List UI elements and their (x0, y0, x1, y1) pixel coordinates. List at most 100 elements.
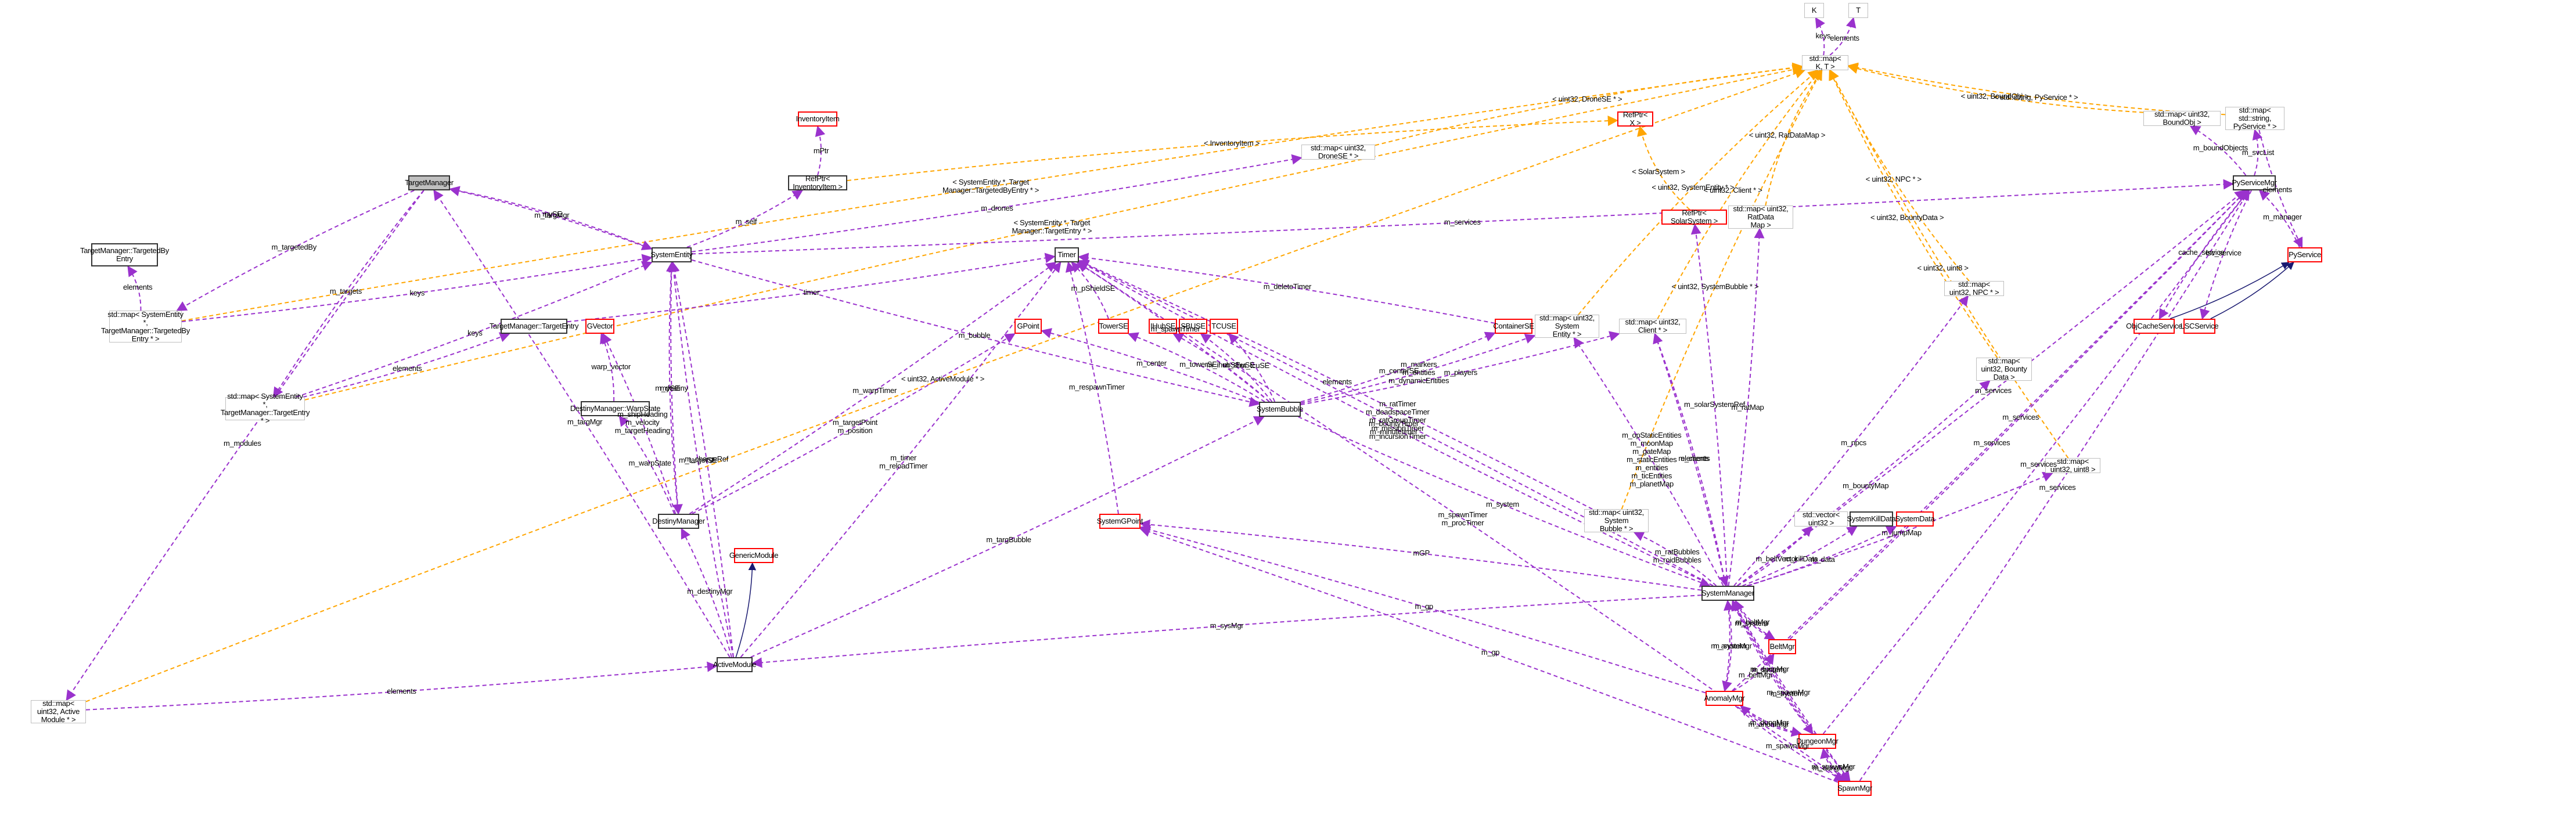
edge-label: m_centerSE (1379, 366, 1419, 375)
edge-member-systementity-to-targetmanager (449, 186, 652, 250)
class-node-beltmgr[interactable]: BeltMgr (1768, 639, 1796, 654)
class-node-map-bountydata[interactable]: std::map< uint32, Bounty Data > (1976, 357, 2032, 381)
class-node-systemkilldata[interactable]: SystemKillData (1847, 511, 1896, 527)
edge-member-pyservicemgr-to-objcacheservice (2158, 190, 2250, 320)
edge-member-destinymanager-to-timer (689, 261, 1057, 514)
edge-label: m_services (1444, 218, 1481, 227)
edge-member-systemmanager-to-vector_uint32 (1737, 525, 1812, 586)
edge-label: m_warpTimer (852, 386, 897, 395)
edge-member-destinymanager-to-gpoint (692, 333, 1016, 514)
edge-label: < SystemEntity *, Target Manager::Target… (942, 178, 1039, 195)
edge-label: m_targBubble (986, 535, 1031, 545)
class-node-pyservicemgr[interactable]: PyServiceMgr (2232, 175, 2277, 190)
edge-label: m_system (1713, 641, 1746, 650)
class-node-dungeonmgr[interactable]: DungeonMgr (1796, 734, 1839, 749)
class-node-map-dronese[interactable]: std::map< uint32, DroneSE * > (1301, 144, 1375, 160)
edge-label: m_spawnMgr (1765, 741, 1809, 751)
edge-member-systemmanager-to-systemdata (1746, 526, 1897, 586)
edge-label: m_pShieldSE (1071, 284, 1116, 293)
edge-member-map_targetedby-to-targetedbyentry (127, 265, 142, 311)
edge-member-systemmanager-to-timer (1078, 260, 1714, 586)
edge-member-map_pyservice-to-pyservice (2258, 129, 2303, 248)
class-node-map-targetedby[interactable]: std::map< SystemEntity *, TargetManager:… (101, 309, 190, 343)
class-node-gvector[interactable]: GVector (585, 319, 614, 334)
class-node-map-ratdatamap[interactable]: std::map< uint32, RatData Map > (1728, 205, 1793, 229)
class-node-t[interactable]: T (1848, 3, 1868, 18)
class-node-timer[interactable]: Timer (1055, 247, 1079, 262)
class-node-map-systementity[interactable]: std::map< uint32, System Entity * > (1535, 314, 1599, 338)
edge-member-activemodule-to-targetmanager (433, 189, 731, 658)
edge-label: < uint32, BoundObj > (1960, 92, 2029, 101)
class-node-map-activemodule[interactable]: std::map< uint32, Active Module * > (31, 700, 86, 724)
edge-label: keys (467, 328, 483, 337)
edge-template-refptr_inventoryitem-to-refptr_x (847, 116, 1618, 182)
class-node-destinymanager[interactable]: DestinyManager (652, 514, 705, 529)
edge-member-systemmanager-to-timer (1078, 260, 1714, 586)
edge-label: m_center (1136, 358, 1167, 367)
class-node-lscservice[interactable]: LSCService (2181, 319, 2219, 334)
class-node-warpstate[interactable]: DestinyManager::WarpState (570, 401, 660, 416)
edge-member-targetmanager-to-systementity (449, 188, 653, 250)
class-node-sbuse[interactable]: SBUSE (1179, 319, 1207, 334)
class-node-refptr-x[interactable]: RefPtr< X > (1617, 111, 1653, 127)
class-node-containerse[interactable]: ContainerSE (1493, 319, 1534, 334)
edge-label: < uint32, uint8 > (1917, 263, 1969, 272)
class-node-inventoryitem[interactable]: InventoryItem (796, 111, 840, 127)
edge-member-systembubble-to-sbuse (1200, 333, 1273, 402)
edge-label: keys (409, 288, 425, 297)
edge-label: m_services (2020, 459, 2057, 468)
class-node-ihubse[interactable]: IHubSE (1149, 319, 1177, 334)
edge-label: < uint32, RatDataMap > (1748, 130, 1826, 139)
class-node-activemodule[interactable]: ActiveModule (713, 657, 757, 672)
class-node-pyservice[interactable]: PyService (2287, 247, 2322, 262)
class-node-map-boundobj[interactable]: std::map< uint32, BoundObj > (2143, 110, 2221, 127)
edge-label: m_sbuSE (1223, 360, 1255, 370)
edge-label: < uint32, Client * > (1703, 186, 1762, 195)
edge-label: m_warpState (628, 459, 672, 468)
edge-member-spawnmgr-to-timer (1077, 262, 1844, 781)
edge-label: m_targMgr (534, 211, 570, 220)
class-node-targetedbyentry[interactable]: TargetManager::TargetedBy Entry (80, 243, 169, 266)
class-node-refptr-inventoryitem[interactable]: RefPtr< InventoryItem > (788, 175, 847, 191)
class-node-genericmodule[interactable]: GenericModule (729, 548, 778, 563)
class-node-targetentry[interactable]: TargetManager::TargetEntry (490, 319, 578, 334)
class-node-gpoint[interactable]: GPoint (1014, 319, 1042, 334)
class-node-systembubble[interactable]: SystemBubble (1257, 402, 1303, 417)
edge-member-map_kt-to-t (1829, 17, 1857, 56)
class-node-map-kt[interactable]: std::map< K, T > (1802, 55, 1848, 71)
class-node-map-pyservice[interactable]: std::map< std::string, PyService * > (2225, 106, 2284, 131)
class-node-spawnmgr[interactable]: SpawnMgr (1837, 781, 1872, 796)
edge-label: < std::string, PyService * > (1994, 92, 2078, 102)
class-node-systemgpoint[interactable]: SystemGPoint (1097, 514, 1143, 529)
edge-label: m_ratTimer m_deadspaceTimer m_ratGroupTi… (1365, 399, 1430, 441)
class-node-map-systembubble[interactable]: std::map< uint32, System Bubble * > (1584, 509, 1649, 533)
edge-label: mGP (1413, 549, 1430, 558)
class-node-map-targetentry[interactable]: std::map< SystemEntity *, TargetManager:… (220, 392, 310, 425)
edge-member-systementity-to-map_dronese (691, 154, 1303, 253)
edge-label: m_services (2002, 412, 2039, 421)
class-node-vector-uint32[interactable]: std::vector< uint32 > (1794, 511, 1848, 527)
class-node-targetmanager[interactable]: TargetManager (405, 175, 454, 190)
class-node-k[interactable]: K (1804, 3, 1824, 18)
class-node-anomalymgr[interactable]: AnomalyMgr (1704, 691, 1745, 706)
edge-label: m_manager (2263, 212, 2302, 221)
edge-label: m_markers m_entities m_dynamicEntities (1388, 360, 1449, 385)
class-node-systemdata[interactable]: SystemData (1895, 511, 1935, 527)
class-node-objcacheservice[interactable]: ObjCacheService (2126, 319, 2182, 334)
edge-member-systembubble-to-map_systementity (1300, 333, 1536, 404)
edge-member-systembubble-to-towerse (1127, 332, 1265, 402)
class-node-map-uint8[interactable]: std::map< uint32, uint8 > (2045, 457, 2100, 474)
edge-label: m_targetedBy (271, 243, 317, 252)
class-node-map-npc[interactable]: std::map< uint32, NPC * > (1944, 280, 2004, 297)
edge-label: elements (123, 283, 153, 292)
class-node-systementity[interactable]: SystemEntity (650, 247, 693, 262)
class-node-tcuse[interactable]: TCUSE (1210, 319, 1238, 334)
edge-label: m_system (1751, 665, 1785, 675)
edge-member-map_targetentry-to-systementity (296, 261, 653, 398)
class-node-systemmanager[interactable]: SystemManager (1701, 586, 1754, 601)
edge-member-systembubble-to-gpoint (1041, 328, 1260, 403)
class-node-towerse[interactable]: TowerSE (1098, 319, 1129, 334)
class-node-refptr-solarsystem[interactable]: RefPtr< SolarSystem > (1661, 209, 1727, 225)
edge-template-map_systementity-to-map_kt (1578, 69, 1819, 315)
class-node-map-client[interactable]: std::map< uint32, Client * > (1619, 318, 1686, 334)
